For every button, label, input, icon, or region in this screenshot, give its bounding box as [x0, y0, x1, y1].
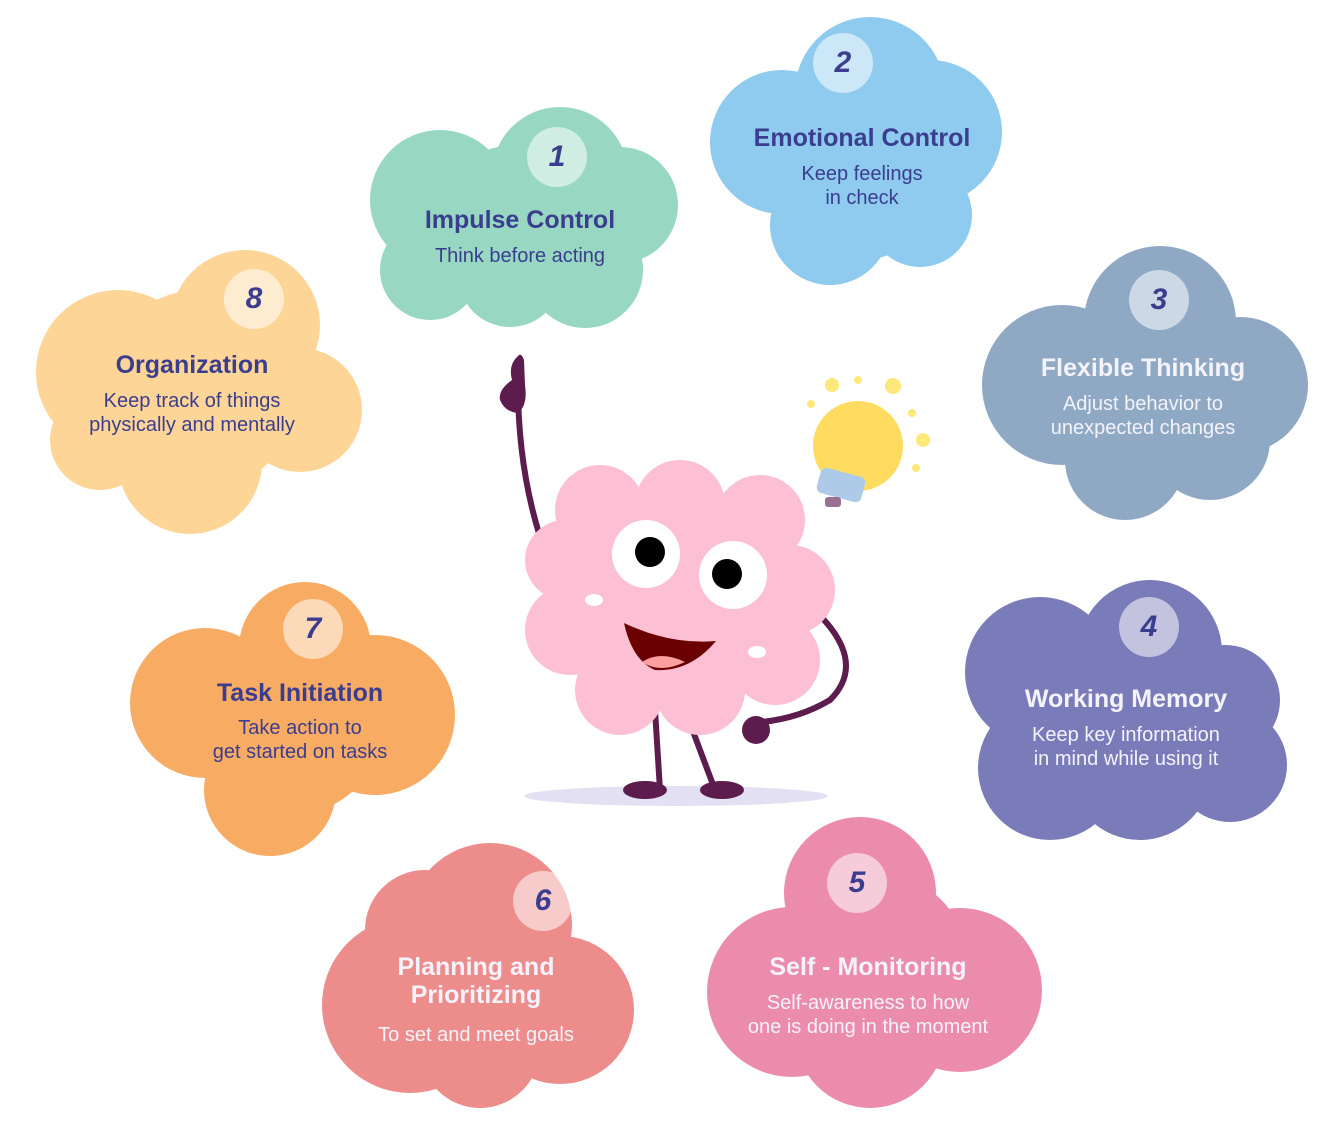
brain-character	[499, 354, 849, 806]
skill-desc-line-2: get started on tasks	[212, 741, 388, 763]
cloud-working-memory	[965, 580, 1287, 840]
skill-desc-line-1: Keep feelings	[801, 163, 923, 185]
cloud-planning	[322, 843, 634, 1108]
skill-organization: Organization Keep track of things physic…	[89, 351, 295, 437]
skill-desc-line-2: in check	[825, 187, 899, 209]
skill-desc-line-1: Keep key information	[1032, 724, 1220, 746]
skill-desc-line-1: Self-awareness to how	[766, 992, 970, 1014]
cloud-task-initiation	[130, 582, 455, 856]
skill-flexible-thinking: Flexible Thinking Adjust behavior to une…	[1041, 354, 1245, 440]
skill-title-line-1: Planning and	[397, 953, 555, 981]
skill-task-initiation: Task Initiation Take action to get start…	[213, 679, 388, 764]
skill-planning-prioritizing: Planning and Prioritizing To set and mee…	[378, 953, 574, 1047]
number-badge-3: 3	[1129, 270, 1189, 330]
skill-impulse-control: Impulse Control Think before acting	[425, 206, 615, 268]
skill-working-memory: Working Memory Keep key information in m…	[1025, 685, 1227, 771]
skill-desc: To set and meet goals	[378, 1024, 574, 1046]
skill-title: Task Initiation	[216, 679, 384, 707]
number-badge-8: 8	[224, 269, 284, 329]
skill-emotional-control: Emotional Control Keep feelings in check	[754, 124, 971, 210]
cloud-impulse-control	[370, 107, 678, 328]
skill-title: Flexible Thinking	[1040, 354, 1246, 382]
cloud-emotional-control	[710, 17, 1002, 285]
skill-title: Organization	[115, 351, 269, 379]
skill-desc-line-1: Keep track of things	[103, 390, 281, 412]
number-badge-5: 5	[827, 853, 887, 913]
number-badge-2: 2	[813, 33, 873, 93]
skill-desc-line-1: Adjust behavior to	[1062, 393, 1224, 415]
skill-title: Working Memory	[1024, 685, 1228, 713]
skill-title-line-2: Prioritizing	[410, 981, 542, 1009]
number-badge-6: 6	[513, 871, 573, 931]
skill-self-monitoring: Self - Monitoring Self-awareness to how …	[748, 953, 988, 1039]
cloud-self-monitoring	[707, 817, 1042, 1108]
lightbulb-icon	[807, 376, 930, 507]
number-badge-7: 7	[283, 599, 343, 659]
skill-title: Emotional Control	[753, 124, 971, 152]
skill-title: Impulse Control	[424, 206, 616, 234]
skill-desc: Think before acting	[434, 245, 606, 267]
skill-desc-line-1: Take action to	[238, 717, 362, 739]
skill-desc-line-2: one is doing in the moment	[747, 1016, 989, 1038]
skill-desc-line-2: in mind while using it	[1033, 748, 1219, 770]
skill-desc-line-2: unexpected changes	[1050, 417, 1236, 439]
number-badge-4: 4	[1119, 597, 1179, 657]
number-badge-1: 1	[527, 127, 587, 187]
skill-desc-line-2: physically and mentally	[89, 414, 295, 436]
skill-title: Self - Monitoring	[769, 953, 967, 981]
